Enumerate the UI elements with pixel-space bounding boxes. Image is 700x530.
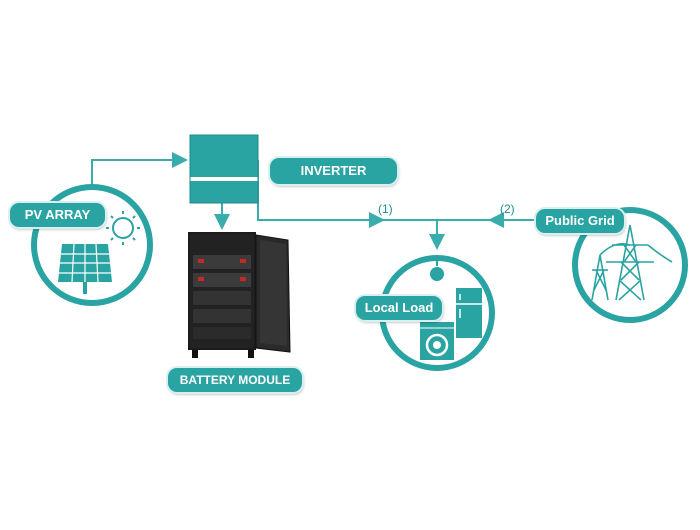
washing-machine-icon bbox=[420, 322, 454, 360]
sun-icon bbox=[106, 211, 140, 245]
flow-label-2: (2) bbox=[500, 202, 515, 216]
local-load-label: Local Load bbox=[356, 296, 442, 320]
flow-label-1: (1) bbox=[378, 202, 393, 216]
inverter-label: INVERTER bbox=[270, 158, 397, 184]
refrigerator-icon bbox=[456, 288, 482, 338]
pv-array-label: PV ARRAY bbox=[10, 203, 105, 227]
transmission-tower-icon bbox=[591, 224, 673, 301]
public-grid-label: Public Grid bbox=[536, 209, 624, 233]
light-bulb-icon bbox=[430, 258, 444, 281]
solar-panel-icon bbox=[58, 243, 112, 294]
public-grid-circle bbox=[572, 207, 688, 323]
battery-module-label: BATTERY MODULE bbox=[168, 368, 302, 392]
inverter-icon bbox=[189, 134, 259, 204]
battery-cabinet-icon bbox=[188, 232, 291, 358]
